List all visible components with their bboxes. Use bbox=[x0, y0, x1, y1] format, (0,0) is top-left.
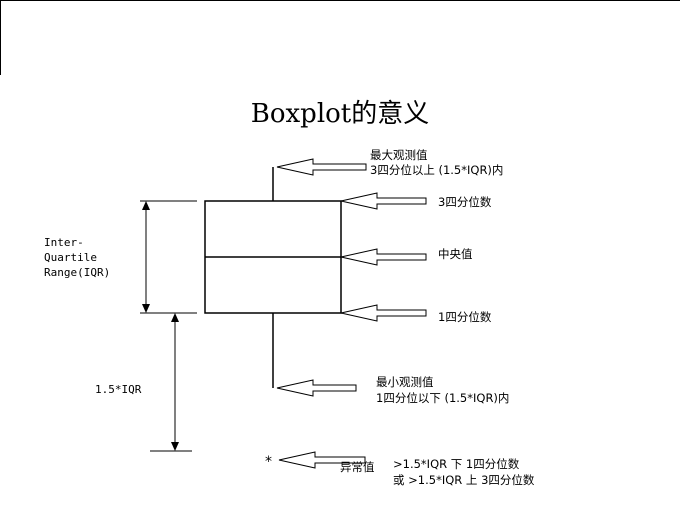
q3-arrow bbox=[340, 192, 427, 210]
iqr-arrowhead-down bbox=[142, 304, 150, 313]
frame-top-border bbox=[0, 0, 680, 1]
outlier-arrow bbox=[278, 451, 366, 469]
outlier-rule-line1: >1.5*IQR 下 1四分位数 bbox=[393, 457, 520, 471]
iqr-label-line3: Range(IQR) bbox=[44, 266, 111, 279]
whisker-arrowhead-up bbox=[171, 313, 179, 322]
median-arrow bbox=[340, 248, 427, 266]
outlier-marker: * bbox=[265, 454, 272, 470]
outlier-rule-line2: 或 >1.5*IQR 上 3四分位数 bbox=[393, 473, 535, 487]
max-arrow bbox=[276, 158, 367, 176]
diagram-title: Boxplot的意义 bbox=[250, 99, 430, 129]
iqr-label-line1: Inter- bbox=[44, 236, 84, 249]
q1-arrow bbox=[340, 304, 427, 322]
max-label-line1: 最大观测值 bbox=[370, 148, 428, 162]
whisker-arrowhead-down bbox=[171, 442, 179, 451]
iqr-label-line2: Quartile bbox=[44, 251, 97, 264]
max-label-line2: 3四分位以上 (1.5*IQR)内 bbox=[370, 163, 504, 177]
iqr-arrowhead-up bbox=[142, 201, 150, 210]
min-label-line2: 1四分位以下 (1.5*IQR)内 bbox=[376, 391, 510, 405]
q1-label: 1四分位数 bbox=[438, 310, 492, 324]
median-label: 中央值 bbox=[438, 247, 473, 261]
min-label-line1: 最小观测值 bbox=[376, 375, 434, 389]
outlier-label: 异常值 bbox=[340, 460, 375, 474]
whisker-length-label: 1.5*IQR bbox=[95, 383, 142, 396]
q3-label: 3四分位数 bbox=[438, 195, 492, 209]
min-arrow bbox=[276, 379, 357, 397]
frame-left-border bbox=[0, 0, 1, 75]
